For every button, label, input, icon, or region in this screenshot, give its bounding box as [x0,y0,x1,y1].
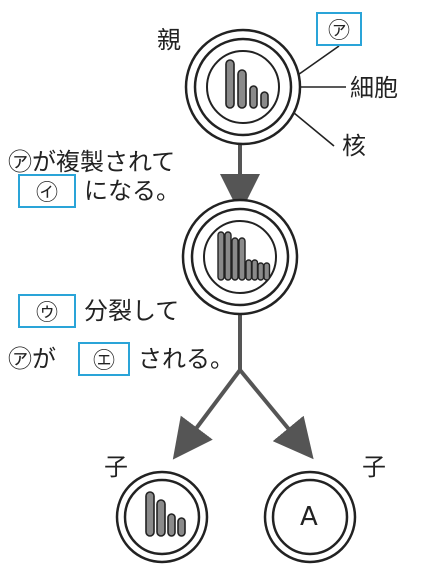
parent-chromosomes [225,59,269,109]
parent-cell [184,28,302,146]
duplicated-chromosomes [217,231,271,281]
step1-line1-text: が複製されて [32,148,176,176]
step2-line2-end: される。 [138,345,234,373]
parent-label: 親 [157,26,181,54]
step1-line2: になる。 [84,177,180,205]
pointer-nucleus [287,107,335,147]
step2-line1: 分裂して [84,297,180,325]
step2-line2-start: ㋐が [8,345,56,373]
step1-line1-prefix: ㋐ [8,148,32,176]
step2-line2-mid: が [32,345,56,373]
blank-u: ㋒ [18,294,76,328]
nucleus-label: 核 [342,132,366,160]
blank-e: ㋓ [78,342,130,376]
blank-a: ㋐ [316,12,362,46]
left-child-chromosomes [145,491,186,537]
step1-line1: ㋐が複製されて [8,148,175,176]
left-child-cell [115,470,209,564]
step2-line2-prefix: ㋐ [8,345,32,373]
right-child-cell [263,470,357,564]
blank-i: ㋑ [18,174,76,208]
duplicated-cell [181,198,299,316]
child-right-letter: A [300,502,318,532]
child-left-label: 子 [104,453,128,481]
arrow-to-left-child [172,368,242,460]
cell-label: 細胞 [350,74,398,102]
arrow-to-right-child [238,368,314,460]
child-right-label: 子 [362,453,386,481]
